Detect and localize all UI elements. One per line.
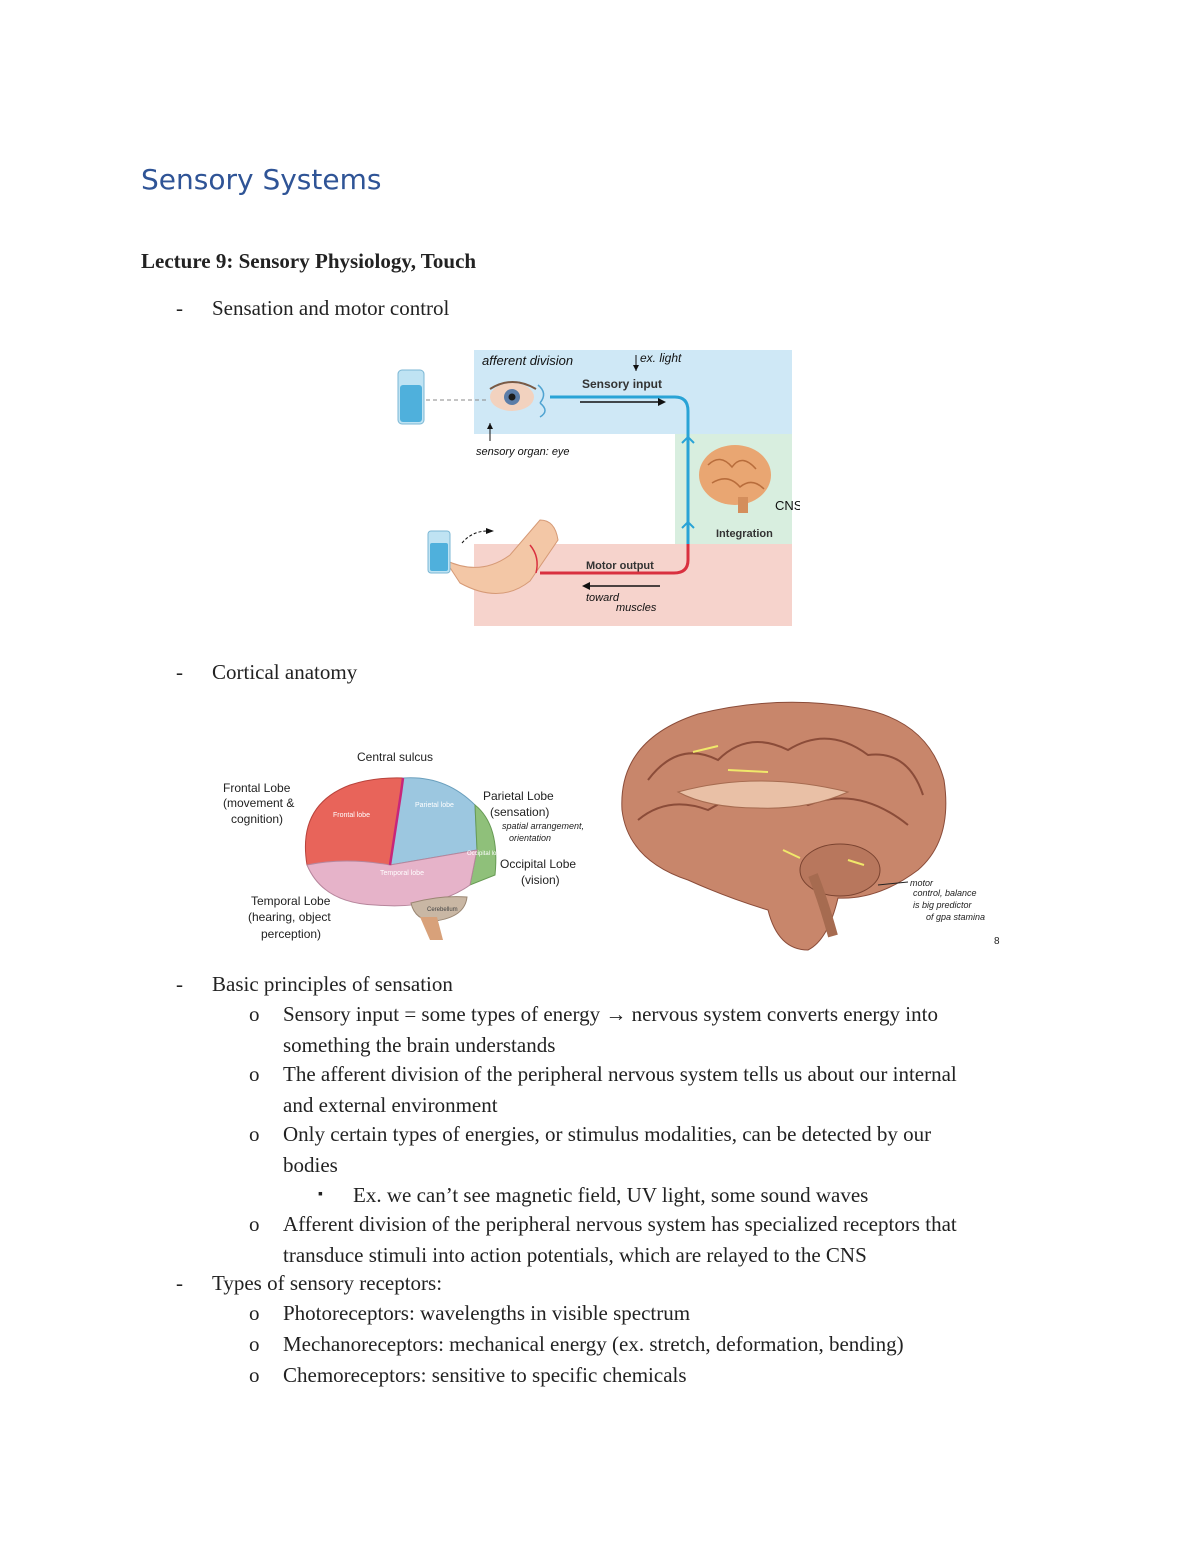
frontal-lobe-region — [304, 777, 404, 866]
sub-bullet-text: something the brain understands — [283, 1033, 556, 1057]
occipital-label: Occipital Lobe — [500, 857, 576, 871]
sensory-organ-label: sensory organ: eye — [476, 446, 570, 458]
sub-bullet-text: Afferent division of the peripheral nerv… — [283, 1212, 957, 1236]
parietal-inner-label: Parietal lobe — [415, 802, 454, 809]
brain-photo-shape — [621, 701, 947, 951]
sub-bullet-item: o The afferent division of the periphera… — [0, 1059, 1200, 1089]
sub-bullet-continuation: bodies — [0, 1150, 1200, 1180]
temporal-label-3: perception) — [261, 927, 321, 941]
corpus-callosum — [676, 780, 850, 809]
parietal-label-4: orientation — [509, 833, 551, 843]
parietal-label: Parietal Lobe — [483, 789, 554, 803]
parietal-label-3: spatial arrangement, — [502, 821, 584, 831]
o-marker: o — [249, 1062, 260, 1086]
temporal-inner-label: Temporal lobe — [380, 870, 424, 877]
sub-bullet-item: o Chemoreceptors: sensitive to specific … — [0, 1360, 1200, 1390]
glass-in-hand-icon — [427, 530, 451, 574]
glass-icon — [397, 369, 425, 425]
dash-marker: - — [176, 972, 183, 996]
o-marker: o — [249, 1002, 260, 1026]
cns-label: CNS — [775, 498, 800, 513]
sub-bullet-continuation: something the brain understands — [0, 1030, 1200, 1060]
toward-label: toward — [586, 592, 620, 604]
sagittal-brain-figure: motor control, balance is big predictor … — [608, 700, 1008, 955]
dash-marker: - — [176, 660, 183, 684]
central-sulcus-label: Central sulcus — [357, 750, 433, 764]
sub-bullet-continuation: and external environment — [0, 1090, 1200, 1120]
frontal-inner-label: Frontal lobe — [333, 812, 370, 819]
bullet-text: Sensation and motor control — [212, 296, 450, 320]
temporal-label: Temporal Lobe — [251, 894, 331, 908]
cerebellum-photo — [799, 843, 881, 897]
occipital-label-2: (vision) — [521, 873, 560, 887]
frontal-label-3: cognition) — [231, 812, 283, 826]
motor-note-3: is big predictor — [913, 900, 973, 910]
cerebellum-inner-label: Cerebellum — [427, 907, 458, 913]
motor-note-4: of gpa stamina — [926, 912, 985, 922]
afferent-label: afferent division — [482, 353, 573, 368]
o-marker: o — [249, 1301, 260, 1325]
brainstem-region — [420, 917, 443, 940]
o-marker: o — [249, 1122, 260, 1146]
brain-icon — [699, 445, 771, 513]
integration-label: Integration — [716, 528, 773, 540]
arm-icon — [443, 519, 559, 594]
figure-page-number: 8 — [994, 936, 1000, 947]
motor-note-2: control, balance — [913, 888, 977, 898]
temporal-label-2: (hearing, object — [248, 910, 331, 924]
bullet-text: Basic principles of sensation — [212, 972, 453, 996]
sensory-input-label: Sensory input — [582, 377, 662, 391]
central-sulcus-line — [388, 777, 405, 866]
brain-lobes-diagram: Frontal lobe Parietal lobe Temporal lobe… — [215, 745, 600, 950]
eye-icon — [489, 381, 537, 411]
bullet-item: - Cortical anatomy — [0, 657, 1200, 687]
sub-bullet-continuation: transduce stimuli into action potentials… — [0, 1240, 1200, 1270]
motor-output-label: Motor output — [586, 560, 654, 572]
frontal-label: Frontal Lobe — [223, 781, 291, 795]
bullet-item: - Types of sensory receptors: — [0, 1268, 1200, 1298]
sub-bullet-item: o Only certain types of energies, or sti… — [0, 1119, 1200, 1149]
muscles-label: muscles — [616, 602, 657, 614]
o-marker: o — [249, 1363, 260, 1387]
parietal-label-2: (sensation) — [490, 805, 549, 819]
sub-bullet-item: o Afferent division of the peripheral ne… — [0, 1209, 1200, 1239]
lecture-heading: Lecture 9: Sensory Physiology, Touch — [141, 249, 477, 273]
sensation-motor-diagram: afferent division ex. light Sensory inpu… — [390, 345, 800, 630]
bullet-text: Cortical anatomy — [212, 660, 358, 684]
sub-bullet-text: Chemoreceptors: sensitive to specific ch… — [283, 1363, 687, 1387]
sub-bullet-item: o Sensory input = some types of energy →… — [0, 999, 1200, 1029]
motor-note-1: motor — [910, 878, 934, 888]
dash-marker: - — [176, 1271, 183, 1295]
o-marker: o — [249, 1212, 260, 1236]
sub-sub-bullet-item: ▪ Ex. we can’t see magnetic field, UV li… — [0, 1180, 1200, 1210]
dash-marker: - — [176, 296, 183, 320]
bullet-item: - Basic principles of sensation — [0, 969, 1200, 999]
occipital-lobe-region — [469, 803, 497, 886]
brainstem-photo — [808, 873, 838, 938]
bullet-text: Types of sensory receptors: — [212, 1271, 443, 1295]
sub-bullet-text: Sensory input = some types of energy → n… — [283, 1002, 938, 1026]
occipital-inner-label: Occipital lobe — [467, 851, 504, 857]
sub-bullet-item: o Mechanoreceptors: mechanical energy (e… — [0, 1329, 1200, 1359]
sub-sub-bullet-text: Ex. we can’t see magnetic field, UV ligh… — [353, 1183, 869, 1207]
sub-bullet-item: o Photoreceptors: wavelengths in visible… — [0, 1298, 1200, 1328]
page-title: Sensory Systems — [141, 163, 382, 196]
sub-bullet-text: bodies — [283, 1153, 338, 1177]
sub-bullet-text: and external environment — [283, 1093, 498, 1117]
o-marker: o — [249, 1332, 260, 1356]
sub-bullet-text: Mechanoreceptors: mechanical energy (ex.… — [283, 1332, 904, 1356]
sub-bullet-text: The afferent division of the peripheral … — [283, 1062, 957, 1086]
cerebellum-region — [410, 896, 468, 922]
bullet-item: - Sensation and motor control — [0, 293, 1200, 323]
exlight-label: ex. light — [640, 351, 682, 365]
sub-bullet-text: transduce stimuli into action potentials… — [283, 1243, 867, 1267]
sub-bullet-text: Photoreceptors: wavelengths in visible s… — [283, 1301, 691, 1325]
frontal-label-2: (movement & — [223, 796, 294, 810]
square-marker: ▪ — [318, 1187, 323, 1202]
sub-bullet-text: Only certain types of energies, or stimu… — [283, 1122, 932, 1146]
